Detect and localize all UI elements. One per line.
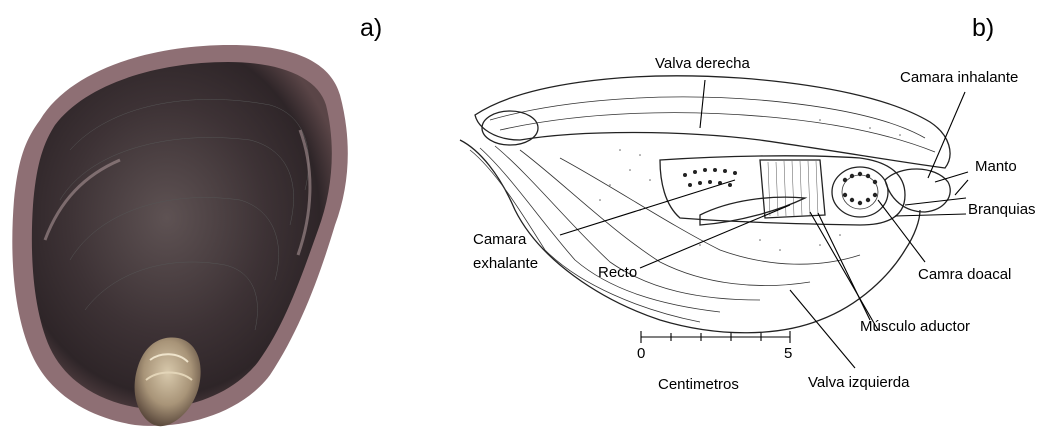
label-branquias: Branquias bbox=[968, 201, 1036, 218]
label-recto: Recto bbox=[598, 264, 637, 281]
oyster-photo bbox=[12, 45, 347, 426]
scale-bar bbox=[641, 331, 790, 343]
label-valva-izquierda: Valva izquierda bbox=[808, 374, 910, 391]
label-musculo-aductor: Músculo aductor bbox=[860, 318, 970, 335]
oyster-anatomy-drawing bbox=[460, 76, 950, 333]
scale-label-start: 0 bbox=[637, 345, 645, 362]
panel-label-b: b) bbox=[972, 14, 994, 42]
label-camara-exhalante-1: Camara bbox=[473, 231, 527, 248]
label-valva-derecha: Valva derecha bbox=[655, 55, 750, 72]
scale-unit-label: Centimetros bbox=[658, 376, 739, 393]
scale-label-end: 5 bbox=[784, 345, 792, 362]
label-camara-exhalante-2: exhalante bbox=[473, 255, 538, 272]
label-manto: Manto bbox=[975, 158, 1017, 175]
panel-label-a: a) bbox=[360, 14, 382, 42]
label-camara-inhalante: Camara inhalante bbox=[900, 69, 1018, 86]
label-camra-doacal: Camra doacal bbox=[918, 266, 1011, 283]
